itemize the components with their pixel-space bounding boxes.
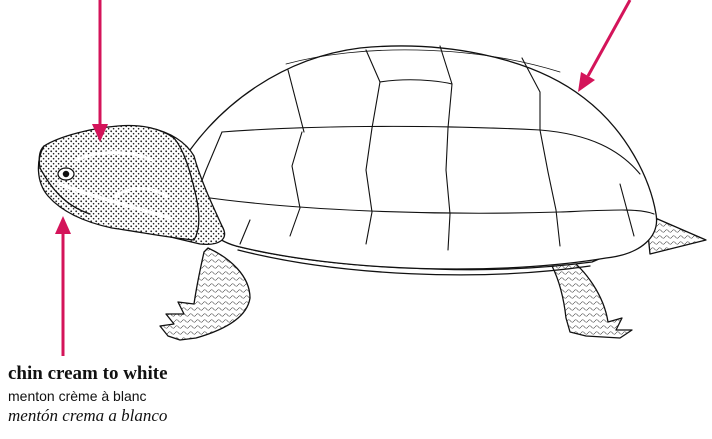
chin-caption: chin cream to white menton crème à blanc… (8, 362, 168, 427)
arrow-chin-pointer (55, 216, 71, 356)
front-leg (160, 248, 250, 340)
arrow-shell-pointer (578, 0, 630, 92)
caption-french: menton crème à blanc (8, 388, 168, 406)
caption-english: chin cream to white (8, 362, 168, 386)
back-leg (552, 256, 632, 338)
caption-spanish: mentón crema a blanco (8, 405, 168, 426)
arrow-head-pointer (92, 0, 108, 142)
